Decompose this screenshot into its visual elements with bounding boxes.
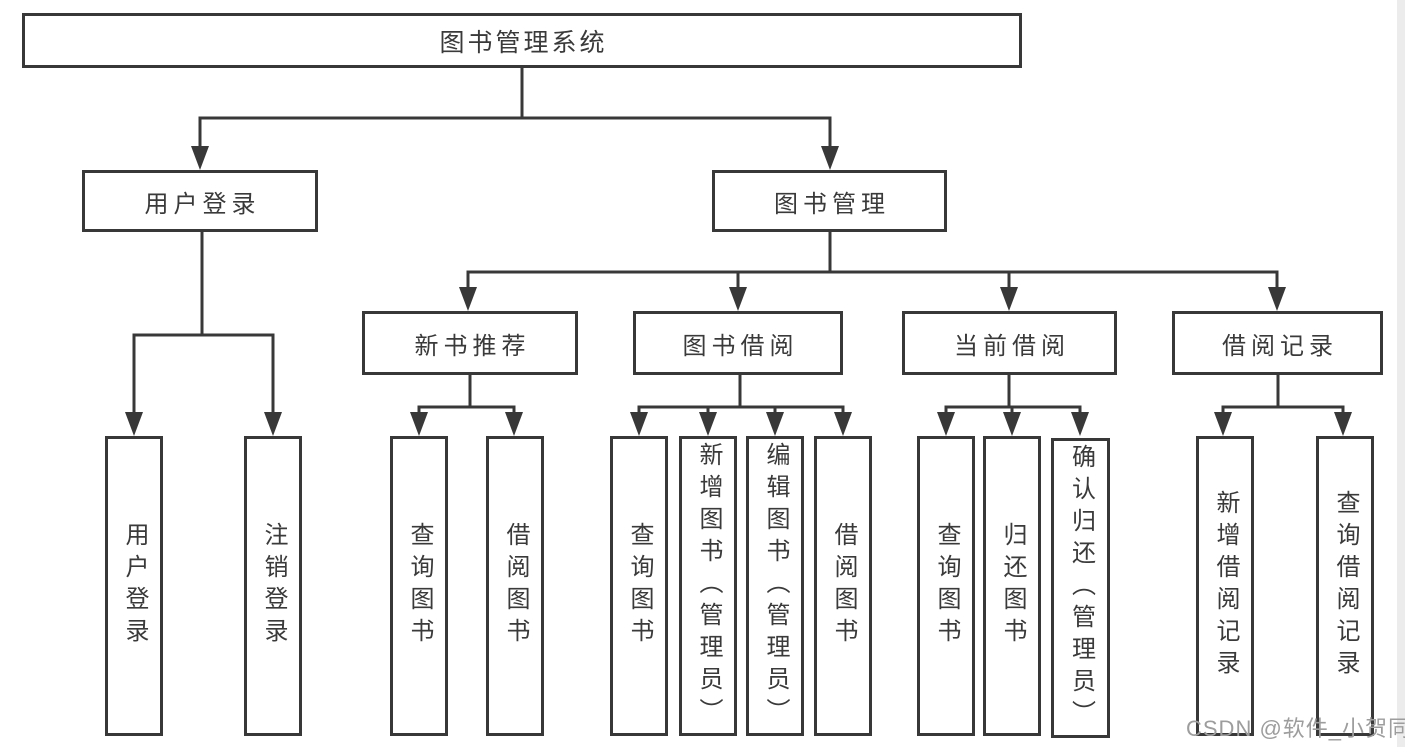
node-label: 图书管理	[774, 190, 890, 218]
node-label: 查询图书	[626, 522, 653, 650]
leaf-br-add-record: 新增借阅记录	[1196, 436, 1254, 736]
node-label: 查询图书	[406, 522, 433, 650]
node-label: 归还图书	[999, 522, 1026, 650]
leaf-bb-add-book-admin: 新增图书（管理员）	[679, 436, 737, 736]
node-label: 用户登录	[121, 522, 148, 650]
node-label: 借阅图书	[502, 522, 529, 650]
node-label: 新增图书（管理员）	[695, 442, 722, 730]
leaf-logout: 注销登录	[244, 436, 302, 736]
leaf-bb-query-book: 查询图书	[610, 436, 668, 736]
node-label: 注销登录	[260, 522, 287, 650]
leaf-bb-borrow-book: 借阅图书	[814, 436, 872, 736]
node-label: 当前借阅	[954, 332, 1070, 360]
node-label: 编辑图书（管理员）	[762, 442, 789, 730]
node-label: 确认归还（管理员）	[1067, 444, 1095, 732]
node-label: 图书管理系统	[439, 28, 608, 57]
leaf-user-login: 用户登录	[105, 436, 163, 736]
leaf-rec-query-book: 查询图书	[390, 436, 448, 736]
node-borrow-records: 借阅记录	[1172, 311, 1383, 375]
node-user-login: 用户登录	[82, 170, 318, 232]
node-label: 新增借阅记录	[1212, 490, 1239, 682]
node-label: 借阅记录	[1222, 332, 1338, 360]
leaf-rec-borrow-book: 借阅图书	[486, 436, 544, 736]
node-label: 查询图书	[933, 522, 960, 650]
node-label: 查询借阅记录	[1332, 490, 1359, 682]
leaf-cb-confirm-return-admin: 确认归还（管理员）	[1051, 438, 1110, 738]
page-edge-strip	[1397, 0, 1405, 747]
node-label: 用户登录	[144, 190, 261, 218]
node-book-borrow: 图书借阅	[633, 311, 843, 375]
leaf-cb-query-book: 查询图书	[917, 436, 975, 736]
node-book-management: 图书管理	[712, 170, 947, 232]
node-current-borrow: 当前借阅	[902, 311, 1117, 375]
leaf-cb-return-book: 归还图书	[983, 436, 1041, 736]
node-label: 图书借阅	[682, 332, 799, 360]
leaf-bb-edit-book-admin: 编辑图书（管理员）	[746, 436, 804, 736]
leaf-br-query-record: 查询借阅记录	[1316, 436, 1374, 736]
node-label: 借阅图书	[830, 522, 857, 650]
node-new-book-recommend: 新书推荐	[362, 311, 578, 375]
node-label: 新书推荐	[414, 332, 531, 360]
node-root-library-system: 图书管理系统	[22, 13, 1022, 68]
csdn-watermark: CSDN @软件_小贺同学	[1186, 716, 1405, 741]
